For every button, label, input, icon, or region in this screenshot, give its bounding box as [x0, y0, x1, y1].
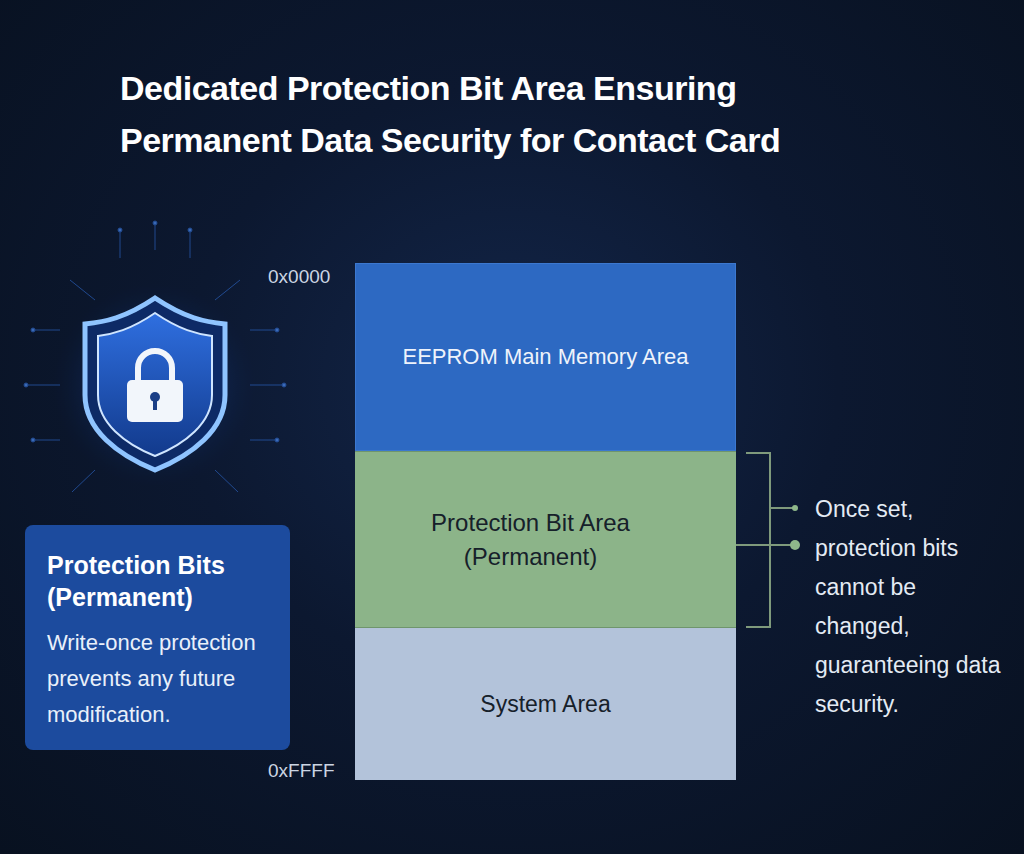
node-label: Protection Bits (Permanent)	[47, 549, 276, 613]
diagram-title: Dedicated Protection Bit Area Ensuring P…	[120, 62, 890, 166]
node-label: System Area	[480, 691, 610, 718]
address-label: 0xFFFF	[268, 760, 335, 782]
address-label: 0x0000	[268, 266, 330, 288]
shield-icon	[85, 298, 225, 470]
callout-note: Once set, protection bits cannot be chan…	[815, 490, 1003, 724]
info-box: Protection Bits (Permanent) Write-once pr…	[25, 525, 290, 750]
protection-region: Protection Bit Area (Permanent)	[355, 451, 736, 628]
memory-region: EEPROM Main Memory Area	[355, 263, 736, 451]
circuit-lines	[24, 221, 286, 495]
node-label: EEPROM Main Memory Area	[402, 344, 688, 370]
system-region: System Area	[355, 628, 736, 780]
node-label: Protection Bit Area (Permanent)	[431, 506, 631, 574]
node-body: Write-once protection prevents any futur…	[47, 625, 276, 733]
bracket	[736, 453, 800, 627]
